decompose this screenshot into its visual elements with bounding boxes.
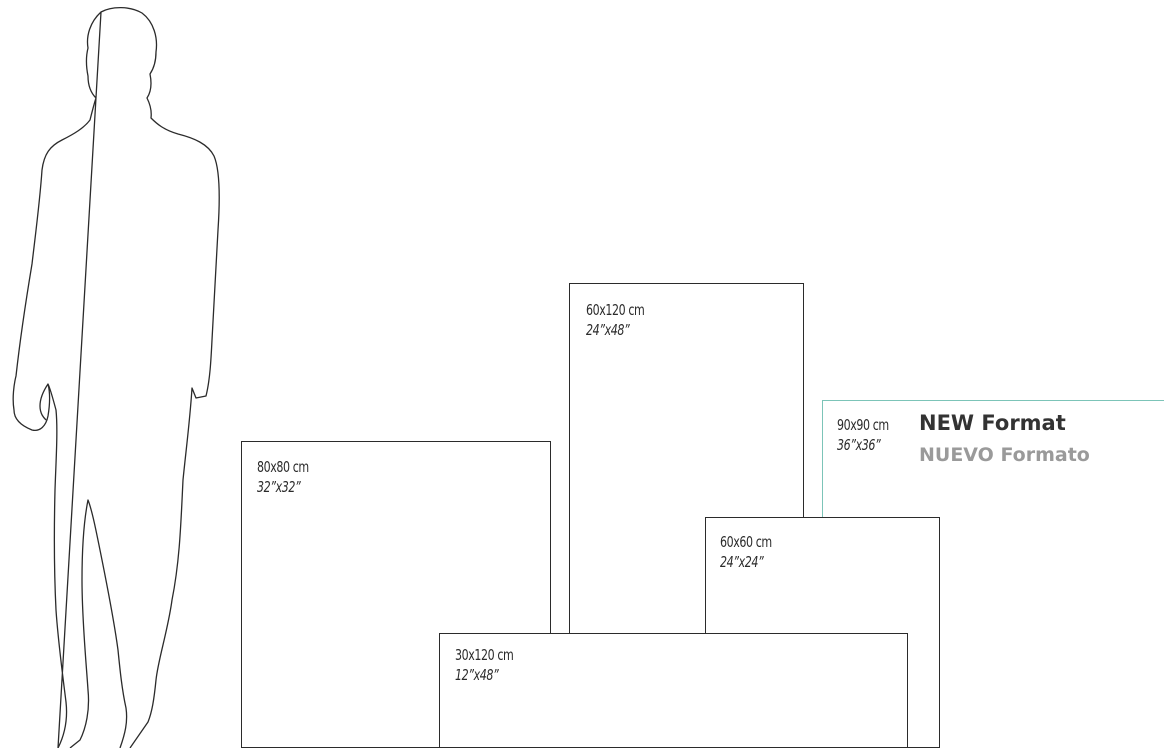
format-30x120-label: 30x120 cm 12”x48” (455, 645, 526, 685)
new-format-title: NEW Format (919, 411, 1066, 435)
format-30x120-cm: 30x120 cm (455, 646, 514, 664)
format-60x60-inches: 24”x24” (720, 553, 764, 571)
format-30x120-inches: 12”x48” (455, 666, 499, 684)
format-80x80-label: 80x80 cm 32”x32” (257, 457, 320, 497)
format-80x80-inches: 32”x32” (257, 478, 301, 496)
format-60x60-label: 60x60 cm 24”x24” (720, 532, 783, 572)
format-30x120-frame (439, 633, 908, 748)
format-60x120-label: 60x120 cm 24”x48” (586, 300, 657, 340)
format-90x90-inches: 36”x36” (837, 436, 881, 454)
format-80x80-cm: 80x80 cm (257, 458, 309, 476)
format-90x90-cm: 90x90 cm (837, 416, 889, 434)
format-60x120-inches: 24”x48” (586, 321, 630, 339)
format-90x90-label: 90x90 cm 36”x36” (837, 415, 900, 455)
format-60x60-cm: 60x60 cm (720, 533, 772, 551)
format-60x120-cm: 60x120 cm (586, 301, 645, 319)
new-format-subtitle: NUEVO Formato (919, 444, 1090, 466)
human-silhouette-icon (12, 6, 220, 748)
